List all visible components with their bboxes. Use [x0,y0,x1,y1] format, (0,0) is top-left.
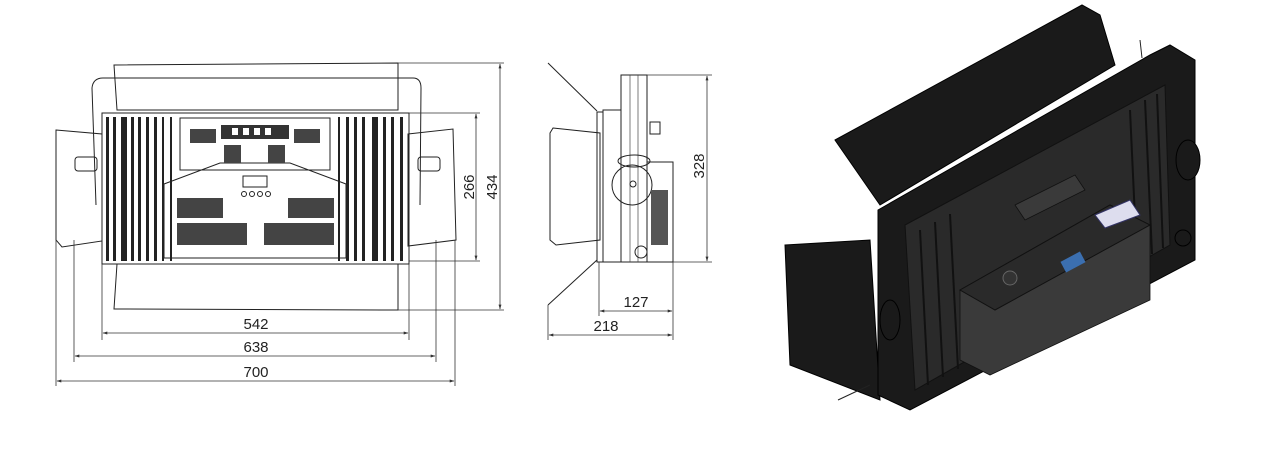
control-buttons [241,191,271,197]
upper-panel [179,117,331,171]
top-barn-door-edge [547,62,598,112]
side-knob-3d [879,299,901,341]
left-heatsink-fins [106,117,172,261]
left-knob [74,156,98,172]
ballast-vents [651,190,668,245]
vent-grilles [177,129,334,245]
heatsink-fins-3d [919,93,1164,386]
side-view: 328 127 218 [547,62,712,340]
control-panel [163,162,347,259]
yoke-clamp [617,154,651,168]
fixture-body [101,112,410,265]
ballast-box [646,161,674,263]
dimension-label-127: 127 [623,294,648,311]
label-plate-3d [1094,199,1141,229]
display-screen [242,175,268,188]
bottom-barn-door-edge [547,259,598,306]
yoke-knob-3d [1175,139,1201,181]
right-barn-door [407,128,457,247]
bottom-barn-door [113,263,399,311]
side-knob [649,121,661,135]
isometric-product-view [784,4,1201,411]
dimension-label-542: 542 [243,316,268,333]
yoke [91,77,422,206]
front-view: 542 638 700 266 434 [55,62,504,386]
right-knob [417,156,441,172]
dimension-label-434: 434 [484,174,501,199]
power-connector-3d [1002,270,1018,286]
right-heatsink-fins [338,117,403,261]
dimension-label-638: 638 [243,339,268,356]
left-barn-door [55,129,103,248]
left-barn-door-3d [784,239,881,401]
display-3d [1060,251,1086,273]
dimension-label-328: 328 [691,153,708,178]
tilt-lock-ring [611,164,653,206]
dimension-label-218: 218 [593,318,618,335]
top-barn-door-3d [834,4,1116,206]
side-barn-door [549,127,601,246]
dimension-label-700: 700 [243,364,268,381]
handle-3d [1014,174,1086,221]
dimension-label-266: 266 [461,174,478,199]
top-barn-door [113,62,399,111]
